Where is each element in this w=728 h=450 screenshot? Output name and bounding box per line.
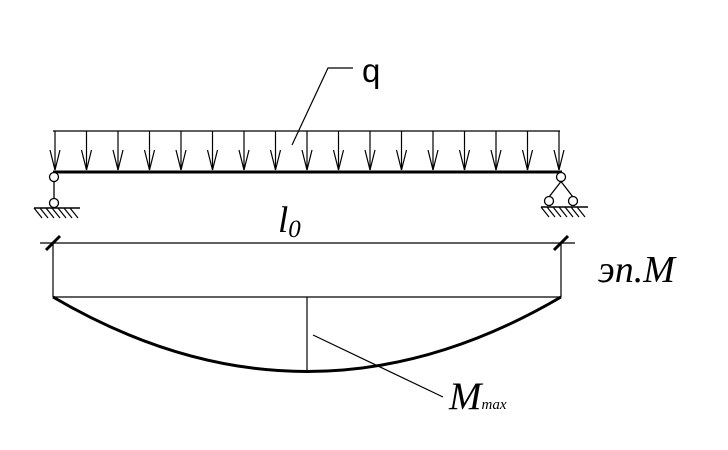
span-dimension — [40, 234, 575, 297]
load-arrow — [553, 131, 565, 171]
left-support-hatching — [33, 207, 79, 219]
load-arrow — [458, 131, 471, 171]
right-support-link — [548, 180, 574, 198]
load-arrow — [301, 131, 313, 171]
hatch-line — [558, 206, 568, 218]
distributed-load — [49, 130, 565, 171]
right-support — [540, 171, 588, 218]
hatch-line — [564, 206, 574, 218]
hatch-line — [552, 206, 562, 218]
max-moment-label: Mmax — [448, 375, 507, 418]
hatch-line — [39, 207, 49, 219]
load-arrow — [521, 131, 534, 171]
hatch-line — [51, 207, 61, 219]
hatch-line — [570, 206, 580, 218]
load-arrow — [238, 131, 250, 171]
span-label-main: l — [278, 200, 288, 241]
load-arrow — [49, 131, 61, 171]
left-support-top-hinge — [48, 171, 60, 183]
right-support-top-hinge — [555, 171, 567, 183]
hatch-line — [69, 207, 79, 219]
moment-diagram — [52, 295, 562, 398]
span-label-sub: 0 — [288, 216, 301, 243]
hatch-line — [45, 207, 55, 219]
hatch-line — [63, 207, 73, 219]
load-leader-line — [291, 67, 353, 146]
load-arrow — [269, 131, 282, 171]
max-moment-label-main: M — [448, 375, 484, 418]
load-arrow — [143, 131, 156, 171]
load-arrow — [175, 131, 187, 171]
load-arrow — [490, 131, 502, 171]
right-support-hatching — [540, 206, 586, 218]
load-label: q — [362, 52, 380, 89]
load-arrow — [206, 131, 219, 171]
load-arrow — [395, 131, 408, 171]
max-moment-leader — [312, 334, 444, 398]
hatch-line — [33, 207, 43, 219]
hatch-line — [57, 207, 67, 219]
load-arrow — [112, 131, 124, 171]
max-moment-label-sub: max — [482, 397, 507, 413]
left-support — [33, 171, 80, 219]
hatch-line — [576, 206, 586, 218]
moment-diagram-label: эп.M — [598, 249, 677, 291]
span-label: l0 — [278, 200, 301, 243]
load-arrow — [80, 131, 93, 171]
load-arrows — [49, 131, 565, 171]
hatch-line — [540, 206, 550, 218]
left-support-bottom-hinge — [48, 197, 60, 209]
right-support-right-roller — [567, 195, 579, 207]
load-arrow — [332, 131, 345, 171]
load-arrow — [427, 131, 439, 171]
moment-curve — [52, 295, 562, 373]
right-support-left-roller — [543, 195, 555, 207]
hatch-line — [546, 206, 556, 218]
load-arrow — [364, 131, 376, 171]
